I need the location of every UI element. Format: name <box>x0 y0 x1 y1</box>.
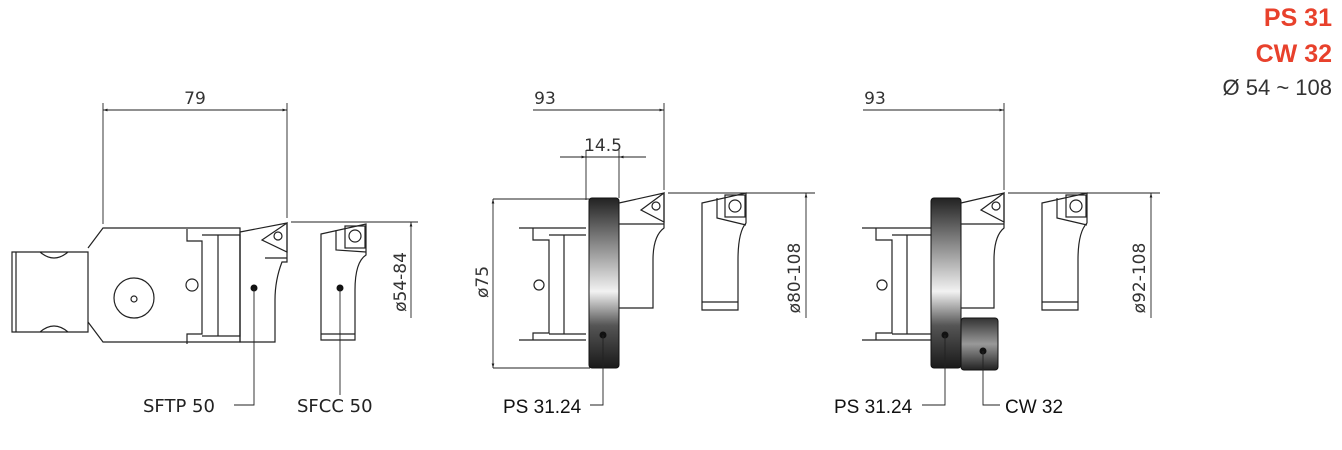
insert-screw <box>991 201 1001 211</box>
diameter-range: Ø 54 ~ 108 <box>1222 75 1332 100</box>
view-sftp-assembly: 79 SFTP 50 SFCC 50 ø54-84 <box>11 89 418 417</box>
diameter-dimension: ø54-84 <box>391 252 411 312</box>
label-sfcc50: SFCC 50 <box>297 396 373 417</box>
square-insert <box>1065 194 1087 218</box>
ps-ring <box>930 197 962 369</box>
cw-extension <box>960 317 999 371</box>
clamp-slide <box>862 227 931 341</box>
set-screw-icon <box>876 279 888 291</box>
holder-sftp <box>618 192 665 309</box>
triangle-insert <box>979 191 1005 223</box>
leader-line <box>590 335 604 406</box>
screw-center <box>130 295 138 303</box>
title-cw32: CW 32 <box>1255 40 1332 68</box>
square-insert <box>344 225 366 249</box>
set-screw-icon <box>533 279 545 291</box>
diameter-dimension: ø92-108 <box>1130 243 1150 314</box>
length-dimension: 79 <box>184 89 206 109</box>
shank <box>11 251 89 333</box>
label-sftp50: SFTP 50 <box>143 396 215 417</box>
clamp-slide <box>519 227 586 341</box>
leader-line <box>234 288 255 406</box>
cartridge-sfcc <box>320 223 367 341</box>
insert-screw <box>1069 199 1083 213</box>
diameter-dimension: ø80-108 <box>785 243 805 314</box>
insert-screw <box>273 231 283 241</box>
ps-ring <box>588 197 620 369</box>
title-ps31: PS 31 <box>1263 4 1332 32</box>
view-ps-cw-assembly: 93 ø92-108 PS 31.24 CW 32 <box>834 89 1160 418</box>
holder-sftp <box>239 222 288 343</box>
ring-diameter-dimension: ø75 <box>473 266 493 298</box>
set-screw-icon <box>185 278 199 292</box>
offset-dimension: 14.5 <box>584 136 622 156</box>
adjust-screw-icon <box>113 277 155 319</box>
label-ps3124: PS 31.24 <box>834 397 913 418</box>
leader-line <box>922 335 946 406</box>
insert-screw <box>728 199 742 213</box>
boring-head-body <box>87 227 241 343</box>
length-dimension: 93 <box>864 89 886 109</box>
insert-screw <box>651 201 661 211</box>
cartridge-sfcc <box>1041 192 1088 311</box>
triangle-insert <box>639 191 665 223</box>
triangle-insert <box>260 221 288 253</box>
clamp-slide <box>186 229 241 344</box>
view-ps-ring-assembly: 93 14.5 ø75 ø80-108 PS 31.24 <box>473 89 815 418</box>
holder-sftp <box>960 192 1005 309</box>
leader-line <box>982 351 1000 406</box>
insert-screw <box>348 229 362 243</box>
square-insert <box>724 194 746 218</box>
cartridge-sfcc <box>701 192 747 311</box>
length-dimension: 93 <box>534 89 556 109</box>
label-ps3124: PS 31.24 <box>503 397 582 418</box>
label-cw32: CW 32 <box>1005 397 1063 418</box>
